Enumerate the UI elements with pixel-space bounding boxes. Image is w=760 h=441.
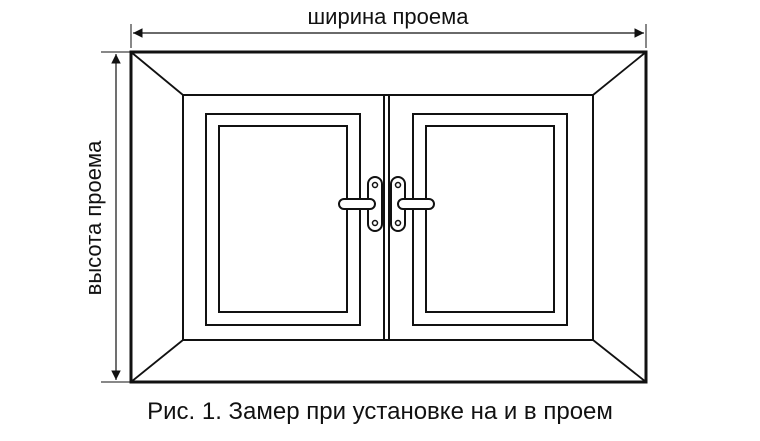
left-sash-outer bbox=[205, 113, 361, 326]
reveal-corner-tr bbox=[592, 51, 647, 96]
right-sash-glass bbox=[425, 125, 555, 313]
width-dimension: ширина проема bbox=[130, 4, 647, 48]
reveal-corner-tl bbox=[130, 51, 184, 96]
width-label: ширина проема bbox=[308, 4, 470, 29]
right-sash bbox=[412, 113, 568, 326]
right-handle-icon bbox=[390, 176, 435, 232]
figure-caption: Рис. 1. Замер при установке на и в проем bbox=[147, 398, 613, 425]
opening-outer-frame bbox=[129, 50, 648, 384]
height-dimension: высота проема bbox=[81, 51, 131, 383]
window-opening bbox=[129, 50, 648, 384]
height-label: высота проема bbox=[81, 140, 106, 295]
left-sash-glass bbox=[218, 125, 348, 313]
reveal-corner-br bbox=[592, 339, 647, 383]
right-sash-outer bbox=[412, 113, 568, 326]
left-handle-icon bbox=[338, 176, 383, 232]
left-sash bbox=[205, 113, 361, 326]
reveal-corner-bl bbox=[130, 339, 184, 383]
